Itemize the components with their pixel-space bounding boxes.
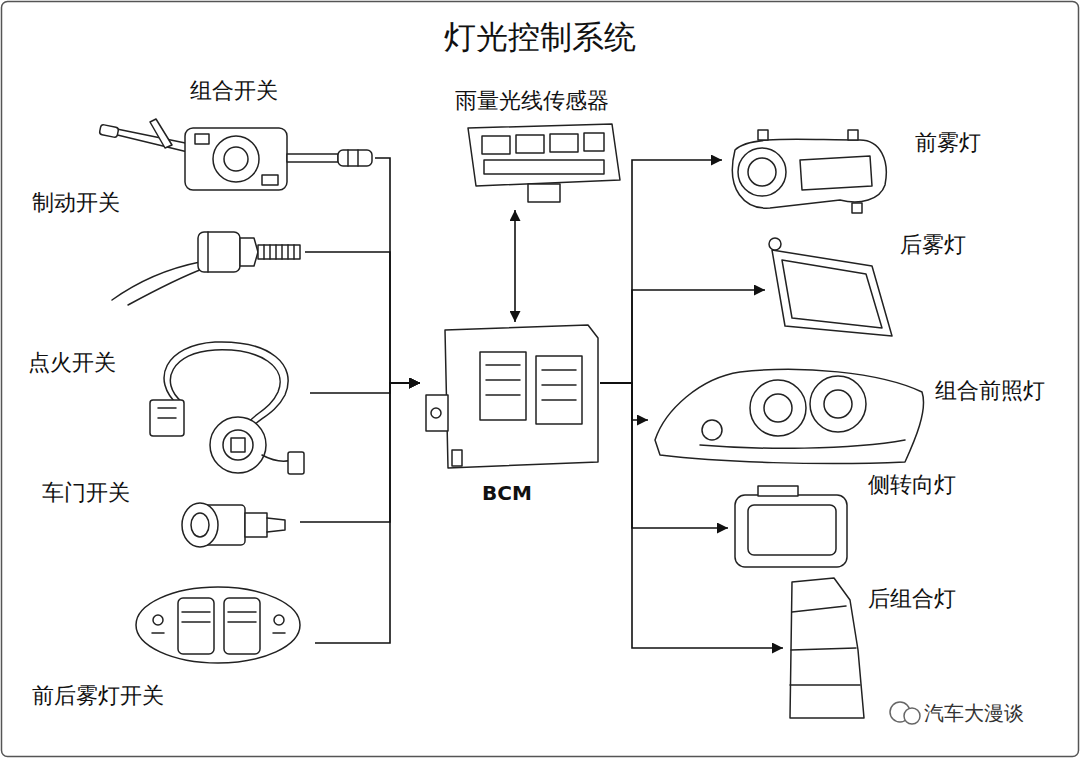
- door-switch-figure: [182, 503, 285, 547]
- side-turn-lamp: 侧转向灯: [728, 465, 978, 575]
- brake-switch-figure: [112, 232, 300, 305]
- brake-switch: 制动开关: [25, 185, 305, 305]
- connector-arrow: [514, 210, 516, 322]
- ignition-switch: 点火开关: [20, 335, 310, 480]
- watermark-text: 汽车大漫谈: [922, 700, 1026, 727]
- fog-switch-figure: [136, 587, 300, 663]
- connector-arrow: [375, 158, 420, 383]
- component-label: BCM: [482, 482, 532, 505]
- combination-switch: 组合开关: [95, 72, 375, 200]
- component-label: 前后雾灯开关: [32, 683, 164, 708]
- connector-arrow: [600, 383, 783, 648]
- bcm-figure: [426, 325, 598, 468]
- component-label: 组合开关: [190, 78, 278, 103]
- rain-light-sensor-figure: [468, 124, 620, 202]
- side-turn-lamp-figure: [735, 486, 847, 567]
- connector-arrow: [305, 252, 420, 383]
- connector-arrow: [600, 383, 648, 420]
- component-label: 侧转向灯: [868, 472, 956, 497]
- rear-fog-lamp: 后雾灯: [765, 228, 990, 353]
- front-fog-lamp: 前雾灯: [722, 125, 1007, 220]
- component-label: 点火开关: [28, 350, 116, 375]
- component-label: 雨量光线传感器: [455, 88, 609, 113]
- component-label: 制动开关: [32, 190, 120, 215]
- connector-arrow: [600, 383, 728, 528]
- door-switch: 车门开关: [38, 475, 300, 560]
- component-label: 车门开关: [42, 480, 130, 505]
- component-label: 前雾灯: [915, 130, 981, 155]
- component-label: 后雾灯: [900, 232, 966, 257]
- connector-arrow: [600, 290, 765, 383]
- bcm-module: BCM: [420, 322, 600, 510]
- fog-switch: 前后雾灯开关: [25, 585, 315, 713]
- connector-arrow: [600, 160, 722, 383]
- rear-fog-lamp-figure: [769, 238, 892, 336]
- front-fog-lamp-figure: [732, 130, 886, 213]
- component-label: 组合前照灯: [935, 378, 1045, 403]
- diagram-title: 灯光控制系统: [0, 16, 1080, 60]
- combination-switch-figure: [99, 119, 372, 190]
- connector-arrow: [310, 383, 420, 393]
- ignition-switch-figure: [150, 342, 304, 474]
- headlamp: 组合前照灯: [648, 360, 1058, 472]
- connector-arrow: [300, 383, 420, 522]
- watermark-icon: [890, 702, 920, 724]
- connector-arrow: [315, 383, 420, 643]
- rear-combination-lamp-figure: [790, 578, 864, 718]
- rain-light-sensor: 雨量光线传感器: [445, 82, 645, 210]
- headlamp-figure: [655, 369, 924, 463]
- component-label: 后组合灯: [868, 586, 956, 611]
